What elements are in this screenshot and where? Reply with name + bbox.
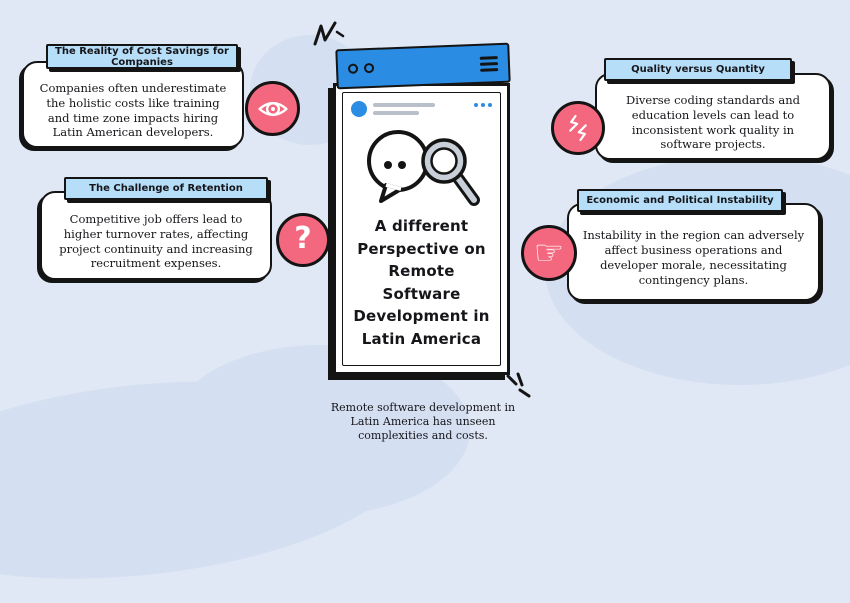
- window-dot-icon: [363, 62, 375, 74]
- sparkle-dashes-icon: [506, 372, 531, 398]
- pointing-hand-icon: ☞: [521, 225, 577, 281]
- main-title: A different Perspective on Remote Softwa…: [353, 217, 490, 348]
- callout-retention-body: Competitive job offers lead to higher tu…: [40, 191, 272, 280]
- text-placeholder-lines: [373, 103, 435, 115]
- callout-cost-savings-title: The Reality of Cost Savings for Companie…: [46, 44, 238, 69]
- browser-titlebar: [335, 42, 511, 90]
- callout-retention-text: Competitive job offers lead to higher tu…: [59, 211, 253, 271]
- content-card: A different Perspective on Remote Softwa…: [342, 92, 501, 366]
- browser-mockup: A different Perspective on Remote Softwa…: [333, 83, 510, 375]
- avatar: [351, 101, 367, 117]
- footer-caption: Remote software development in Latin Ame…: [330, 401, 516, 442]
- card-header: [343, 93, 500, 121]
- three-dots-icon: [474, 101, 492, 107]
- speech-bubble-magnifier-illustration: [366, 130, 480, 206]
- eye-icon: [245, 81, 300, 136]
- callout-cost-savings-body: Companies often underestimate the holist…: [22, 61, 244, 148]
- clash-icon: [551, 101, 605, 155]
- hamburger-icon: [479, 55, 499, 72]
- callout-quality-title: Quality versus Quantity: [604, 58, 792, 81]
- question-icon: ?: [276, 213, 330, 267]
- callout-cost-savings-text: Companies often underestimate the holist…: [39, 80, 227, 140]
- callout-retention-title: The Challenge of Retention: [64, 177, 268, 200]
- callout-quality-body: Diverse coding standards and education l…: [595, 73, 831, 160]
- sparkle-zigzag-icon: [313, 21, 345, 46]
- window-dot-icon: [347, 63, 359, 74]
- callout-quality-text: Diverse coding standards and education l…: [626, 92, 800, 152]
- callout-instability-text: Instability in the region can adversely …: [582, 228, 805, 287]
- callout-instability-body: Instability in the region can adversely …: [567, 203, 820, 301]
- callout-instability-title: Economic and Political Instability: [577, 189, 783, 212]
